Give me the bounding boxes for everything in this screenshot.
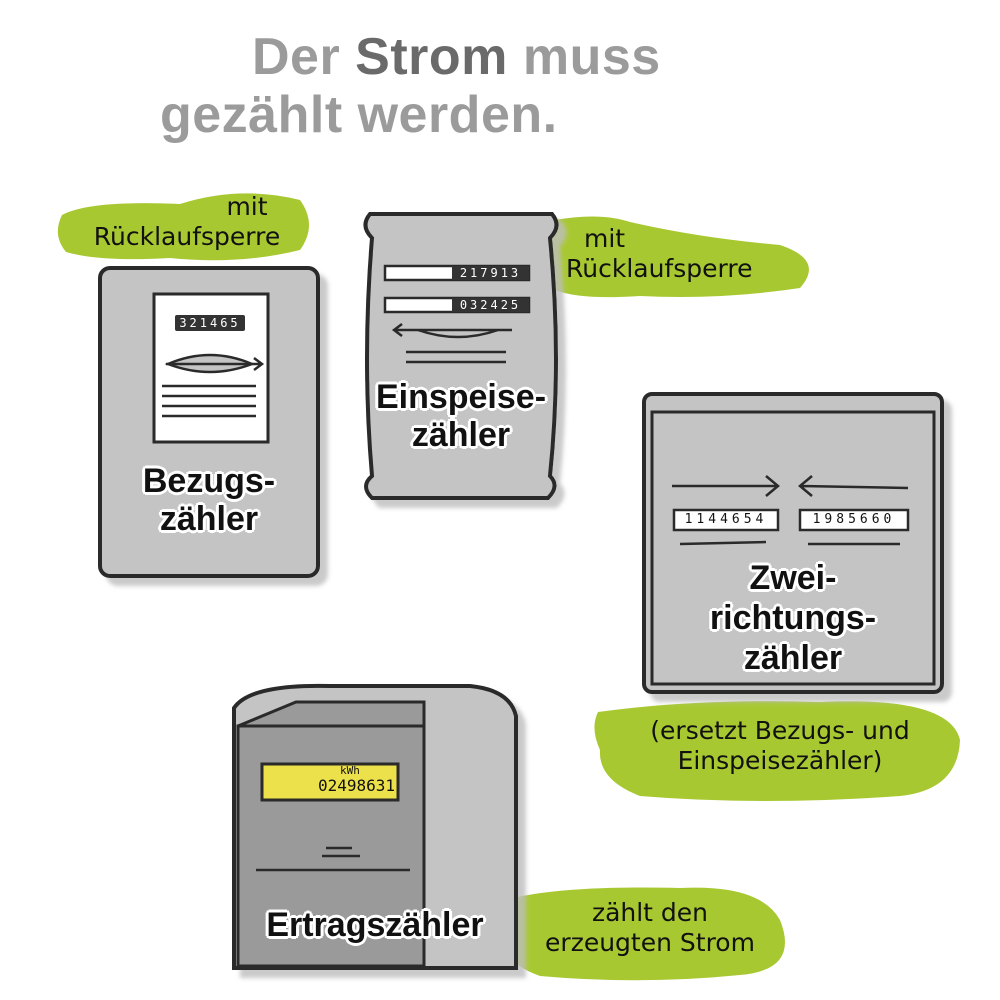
ertrag-lcd (260, 762, 400, 802)
bezug-counter-box (175, 315, 245, 331)
green-blob-ertrag-note (504, 887, 785, 981)
ertrag-lcd-value: 02498631 (318, 776, 396, 795)
ertrag-lcd-unit: kWh (340, 764, 360, 777)
einspeise-counter-box-2 (452, 298, 529, 312)
einspeise-text-lines (406, 350, 506, 364)
title-strong: Strom (355, 28, 508, 86)
zweirichtung-counter-right: 1985660 (812, 512, 896, 527)
einspeise-meter (363, 212, 559, 500)
zweirichtung-meter (642, 392, 944, 694)
einspeise-arrow-icon (391, 323, 512, 337)
ertrag-label: Ertragszähler (266, 906, 484, 944)
zweirichtung-counter-right-box (798, 508, 910, 532)
left-arrow-icon (798, 475, 909, 497)
green-blob-einspeise-note (547, 216, 809, 298)
title-line-2: gezählt werden. (160, 86, 558, 144)
green-blob-zweirichtung-note (594, 701, 960, 801)
zweirichtung-counter-left: 1144654 (684, 512, 768, 527)
right-arrow-icon (672, 475, 780, 497)
ertrag-text-lines (256, 846, 410, 872)
zweirichtung-underline-left (679, 540, 767, 546)
bezug-text-lines (162, 384, 256, 418)
zweirichtung-label: Zwei-richtungs-zähler (709, 559, 877, 677)
bezug-counter: 321465 (179, 316, 241, 330)
bezug-arrow-icon (166, 357, 265, 371)
einspeise-label: Einspeise-zähler (375, 378, 547, 454)
einspeise-disc (417, 328, 499, 339)
title-line-1: Der Strom muss (252, 28, 661, 86)
einspeise-counter-1: 217913 (459, 266, 522, 280)
green-blob-bezug-note (57, 193, 309, 261)
einspeise-counter-2: 032425 (459, 298, 522, 312)
zweirichtung-counter-left-box (672, 508, 780, 532)
page-title: Der Strom muss gezählt werden. (160, 28, 860, 144)
bezug-label: Bezugs-zähler (142, 462, 276, 538)
einspeise-counter-box-1 (452, 266, 529, 280)
